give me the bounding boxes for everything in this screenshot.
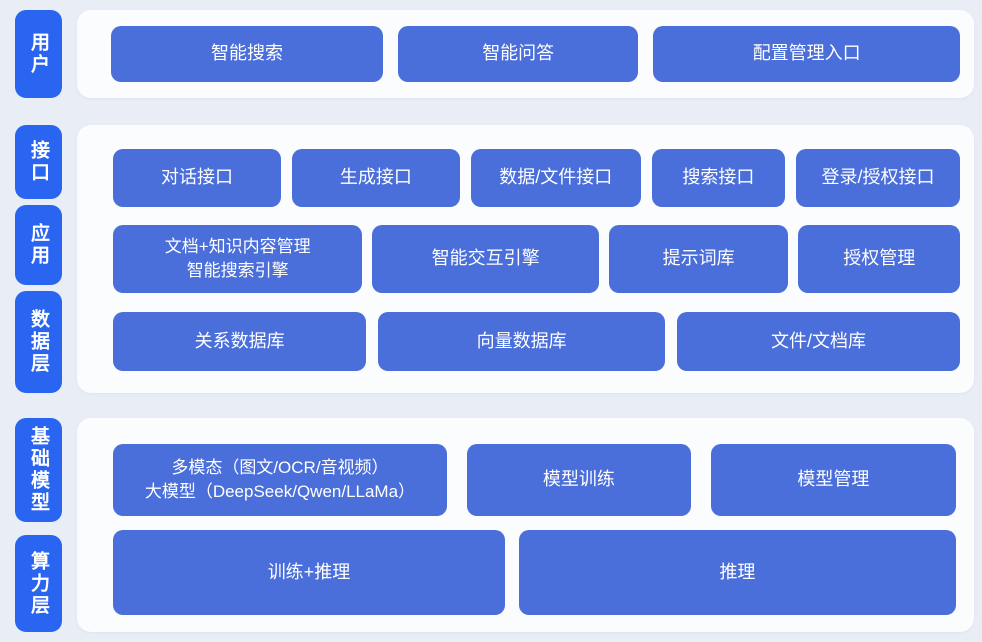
node-multimodal-llm: 多模态（图文/OCR/音视频） 大模型（DeepSeek/Qwen/LLaMa） <box>113 444 447 516</box>
node-interaction-engine: 智能交互引擎 <box>372 225 599 293</box>
node-smart-search: 智能搜索 <box>111 26 384 82</box>
card-user: 智能搜索 智能问答 配置管理入口 <box>77 10 974 98</box>
node-file-doc-store: 文件/文档库 <box>677 312 960 371</box>
row-interfaces: 对话接口 生成接口 数据/文件接口 搜索接口 登录/授权接口 <box>113 149 960 207</box>
row-user-entries: 智能搜索 智能问答 配置管理入口 <box>111 26 960 82</box>
layer-label-compute: 算力层 <box>15 535 62 632</box>
layer-labels-bottom: 基础模型 算力层 <box>15 418 62 632</box>
layer-label-foundation-model: 基础模型 <box>15 418 62 522</box>
node-prompt-library: 提示词库 <box>608 225 789 293</box>
node-dialog-api: 对话接口 <box>113 149 281 207</box>
layer-group-middle: 接口 应用 数据层 对话接口 生成接口 数据/文件接口 搜索接口 登录/授权接口… <box>15 125 974 393</box>
node-model-training: 模型训练 <box>466 444 691 516</box>
layer-label-data: 数据层 <box>15 291 62 393</box>
node-doc-knowledge-search-engine: 文档+知识内容管理 智能搜索引擎 <box>113 225 363 293</box>
node-generation-api: 生成接口 <box>291 149 460 207</box>
layer-labels-user: 用户 <box>15 10 62 98</box>
row-compute: 训练+推理 推理 <box>113 530 956 615</box>
node-vector-db: 向量数据库 <box>378 312 666 371</box>
row-applications: 文档+知识内容管理 智能搜索引擎 智能交互引擎 提示词库 授权管理 <box>113 225 961 293</box>
node-auth-management: 授权管理 <box>798 225 961 293</box>
node-model-management: 模型管理 <box>710 444 956 516</box>
card-middle: 对话接口 生成接口 数据/文件接口 搜索接口 登录/授权接口 文档+知识内容管理… <box>77 125 974 393</box>
row-data-stores: 关系数据库 向量数据库 文件/文档库 <box>113 312 960 371</box>
node-smart-qa: 智能问答 <box>398 26 639 82</box>
layer-group-bottom: 基础模型 算力层 多模态（图文/OCR/音视频） 大模型（DeepSeek/Qw… <box>15 418 974 632</box>
node-data-file-api: 数据/文件接口 <box>470 149 641 207</box>
layer-labels-middle: 接口 应用 数据层 <box>15 125 62 393</box>
layer-label-interface: 接口 <box>15 125 62 199</box>
node-inference: 推理 <box>518 530 956 615</box>
layer-label-application: 应用 <box>15 205 62 285</box>
node-config-management-entry: 配置管理入口 <box>653 26 960 82</box>
layer-group-user: 用户 智能搜索 智能问答 配置管理入口 <box>15 10 974 98</box>
node-search-api: 搜索接口 <box>651 149 786 207</box>
node-login-auth-api: 登录/授权接口 <box>796 149 960 207</box>
node-training-inference: 训练+推理 <box>113 530 505 615</box>
layer-label-user: 用户 <box>15 10 62 98</box>
row-models: 多模态（图文/OCR/音视频） 大模型（DeepSeek/Qwen/LLaMa）… <box>113 444 956 516</box>
card-bottom: 多模态（图文/OCR/音视频） 大模型（DeepSeek/Qwen/LLaMa）… <box>77 418 974 632</box>
node-relational-db: 关系数据库 <box>113 312 367 371</box>
